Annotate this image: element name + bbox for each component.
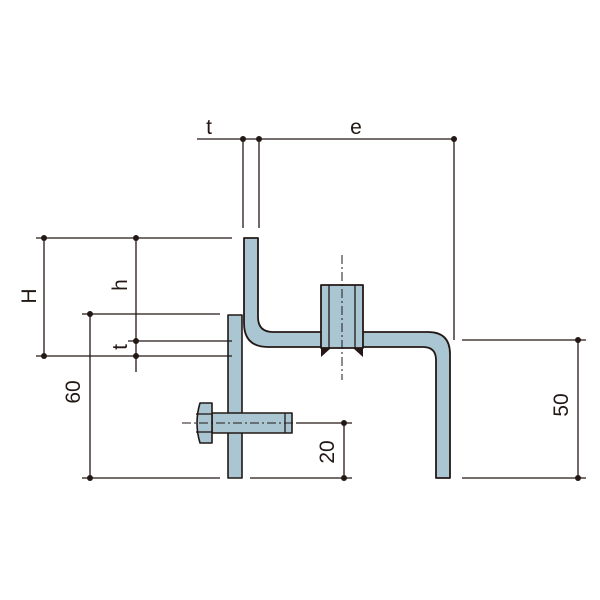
label-t-top: t <box>206 116 212 139</box>
dim-dot <box>133 353 139 359</box>
label-H: H <box>18 288 41 303</box>
label-20: 20 <box>316 440 339 463</box>
dim-dot <box>41 235 47 241</box>
weld-bead-left <box>321 348 331 357</box>
label-60: 60 <box>62 380 85 403</box>
weld-bead-right <box>353 348 363 357</box>
label-t-side: t <box>109 344 132 350</box>
dim-dot <box>341 420 347 426</box>
dim-dot <box>451 136 457 142</box>
z-bracket <box>243 237 451 479</box>
label-h: h <box>109 279 132 291</box>
dim-dot <box>575 337 581 343</box>
dim-dot <box>240 136 246 142</box>
dim-dot <box>87 311 93 317</box>
dim-dot <box>133 235 139 241</box>
label-e: e <box>350 116 362 139</box>
dim-dot <box>256 136 262 142</box>
label-50: 50 <box>550 393 573 416</box>
support-plate <box>227 314 243 479</box>
